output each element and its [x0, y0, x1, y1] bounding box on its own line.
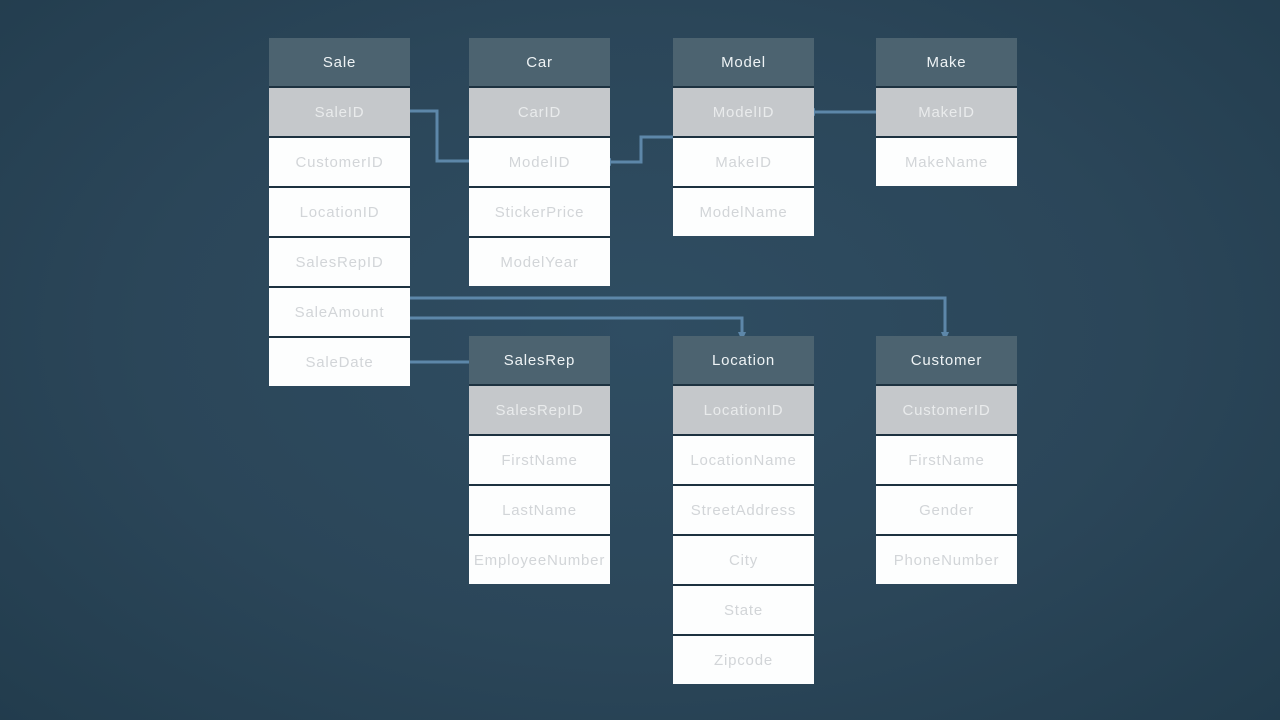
table-model: Model ModelID MakeID ModelName — [673, 38, 814, 236]
table-customer-header: Customer — [876, 336, 1017, 384]
table-car-field-modelid: ModelID — [469, 138, 610, 186]
table-model-field-modelname: ModelName — [673, 188, 814, 236]
table-salesrep-header: SalesRep — [469, 336, 610, 384]
table-car-field-carid: CarID — [469, 88, 610, 136]
table-customer-field-phonenumber: PhoneNumber — [876, 536, 1017, 584]
table-location-field-state: State — [673, 586, 814, 634]
table-salesrep-field-employeenumber: EmployeeNumber — [469, 536, 610, 584]
table-sale-field-salesrepid: SalesRepID — [269, 238, 410, 286]
table-location-field-locationname: LocationName — [673, 436, 814, 484]
table-make-header: Make — [876, 38, 1017, 86]
table-sale-header: Sale — [269, 38, 410, 86]
table-sale-field-locationid: LocationID — [269, 188, 410, 236]
table-salesrep-field-lastname: LastName — [469, 486, 610, 534]
table-location-field-zipcode: Zipcode — [673, 636, 814, 684]
table-make-field-makeid: MakeID — [876, 88, 1017, 136]
connector-sale-location — [410, 316, 744, 336]
table-customer: Customer CustomerID FirstName Gender Pho… — [876, 336, 1017, 584]
table-sale-field-customerid: CustomerID — [269, 138, 410, 186]
table-model-field-modelid: ModelID — [673, 88, 814, 136]
table-location-field-locationid: LocationID — [673, 386, 814, 434]
table-sale-field-saleid: SaleID — [269, 88, 410, 136]
table-make-field-makename: MakeName — [876, 138, 1017, 186]
table-customer-field-firstname: FirstName — [876, 436, 1017, 484]
table-location-header: Location — [673, 336, 814, 384]
table-location-field-streetaddress: StreetAddress — [673, 486, 814, 534]
table-location: Location LocationID LocationName StreetA… — [673, 336, 814, 684]
table-salesrep-field-firstname: FirstName — [469, 436, 610, 484]
table-model-field-makeid: MakeID — [673, 138, 814, 186]
connector-car-model — [610, 135, 673, 164]
table-car: Car CarID ModelID StickerPrice ModelYear — [469, 38, 610, 286]
table-sale: Sale SaleID CustomerID LocationID SalesR… — [269, 38, 410, 386]
table-location-field-city: City — [673, 536, 814, 584]
table-car-field-stickerprice: StickerPrice — [469, 188, 610, 236]
connector-sale-customer — [410, 296, 947, 336]
table-make: Make MakeID MakeName — [876, 38, 1017, 186]
table-car-field-modelyear: ModelYear — [469, 238, 610, 286]
connector-sale-car — [410, 109, 469, 163]
table-customer-field-customerid: CustomerID — [876, 386, 1017, 434]
table-salesrep: SalesRep SalesRepID FirstName LastName E… — [469, 336, 610, 584]
table-sale-field-saledate: SaleDate — [269, 338, 410, 386]
table-car-header: Car — [469, 38, 610, 86]
table-salesrep-field-salesrepid: SalesRepID — [469, 386, 610, 434]
table-customer-field-gender: Gender — [876, 486, 1017, 534]
table-model-header: Model — [673, 38, 814, 86]
table-sale-field-saleamount: SaleAmount — [269, 288, 410, 336]
